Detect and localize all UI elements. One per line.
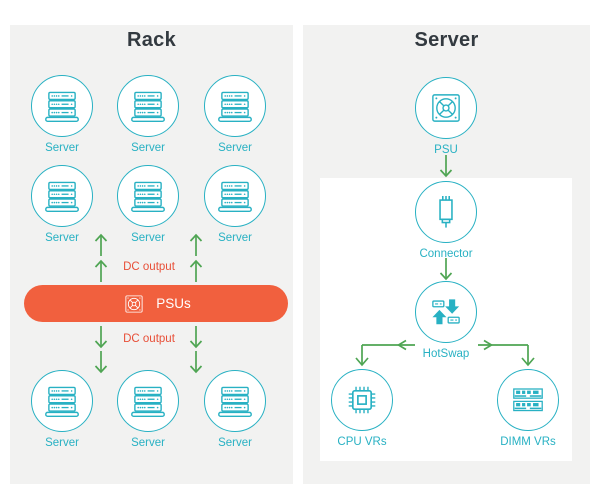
cpu-vrs-node-circle (331, 369, 393, 431)
hotswap-icon (425, 291, 467, 333)
server-node: Server (190, 75, 280, 154)
server-icon (41, 175, 83, 217)
server-node-label: Server (45, 142, 79, 154)
server-node-label: Server (131, 142, 165, 154)
cpu-vrs-node: CPU VRs (317, 369, 407, 448)
connector-icon (424, 190, 468, 234)
connector-node-circle (415, 181, 477, 243)
server-icon (214, 380, 256, 422)
server-node-circle (204, 75, 266, 137)
hotswap-node: HotSwap (401, 281, 491, 360)
server-node: Server (103, 75, 193, 154)
psu-icon (425, 87, 467, 129)
cpu-vrs-node-label: CPU VRs (337, 436, 387, 448)
server-node-circle (31, 165, 93, 227)
server-node: Server (103, 370, 193, 449)
down-arrow-icon (438, 257, 454, 282)
server-node: Server (103, 165, 193, 244)
branch-connector-lines (355, 339, 535, 367)
dc-output-label: DC output (123, 261, 175, 273)
server-node-circle (117, 370, 179, 432)
server-node-circle (204, 165, 266, 227)
server-node: Server (17, 75, 107, 154)
server-node-circle (117, 165, 179, 227)
server-node-label: Server (45, 437, 79, 449)
server-node-label: Server (218, 232, 252, 244)
psus-bar-label: PSUs (156, 296, 191, 311)
server-node-circle (31, 75, 93, 137)
psu-node-circle (415, 77, 477, 139)
down-arrow-icon (438, 154, 454, 179)
server-icon (41, 85, 83, 127)
server-icon (214, 175, 256, 217)
server-node-circle (204, 370, 266, 432)
server-node-circle (31, 370, 93, 432)
server-icon (127, 85, 169, 127)
server-node: Server (190, 165, 280, 244)
psu-node-label: PSU (434, 144, 458, 156)
server-node-label: Server (131, 437, 165, 449)
server-node-label: Server (218, 142, 252, 154)
psu-node: PSU (401, 77, 491, 156)
server-panel-title: Server (414, 29, 479, 51)
psu-icon (121, 291, 147, 317)
server-icon (127, 175, 169, 217)
server-node-circle (117, 75, 179, 137)
up-arrow-icon (93, 232, 109, 257)
connector-node-label: Connector (419, 248, 473, 260)
dimm-icon (506, 378, 550, 422)
server-node: Server (17, 370, 107, 449)
dimm-vrs-node-label: DIMM VRs (500, 436, 556, 448)
rack-panel-title: Rack (126, 29, 176, 51)
hotswap-node-label: HotSwap (422, 348, 470, 360)
server-icon (41, 380, 83, 422)
server-node-label: Server (131, 232, 165, 244)
up-arrow-icon (188, 232, 204, 257)
server-icon (127, 380, 169, 422)
psus-bar: PSUs (24, 285, 288, 322)
server-node: Server (190, 370, 280, 449)
connector-node: Connector (401, 181, 491, 260)
server-icon (214, 85, 256, 127)
server-node-label: Server (45, 232, 79, 244)
dc-output-label: DC output (123, 333, 175, 345)
server-node-label: Server (218, 437, 252, 449)
cpu-icon (340, 378, 384, 422)
hotswap-node-circle (415, 281, 477, 343)
dimm-vrs-node: DIMM VRs (483, 369, 573, 448)
dimm-vrs-node-circle (497, 369, 559, 431)
server-node: Server (17, 165, 107, 244)
